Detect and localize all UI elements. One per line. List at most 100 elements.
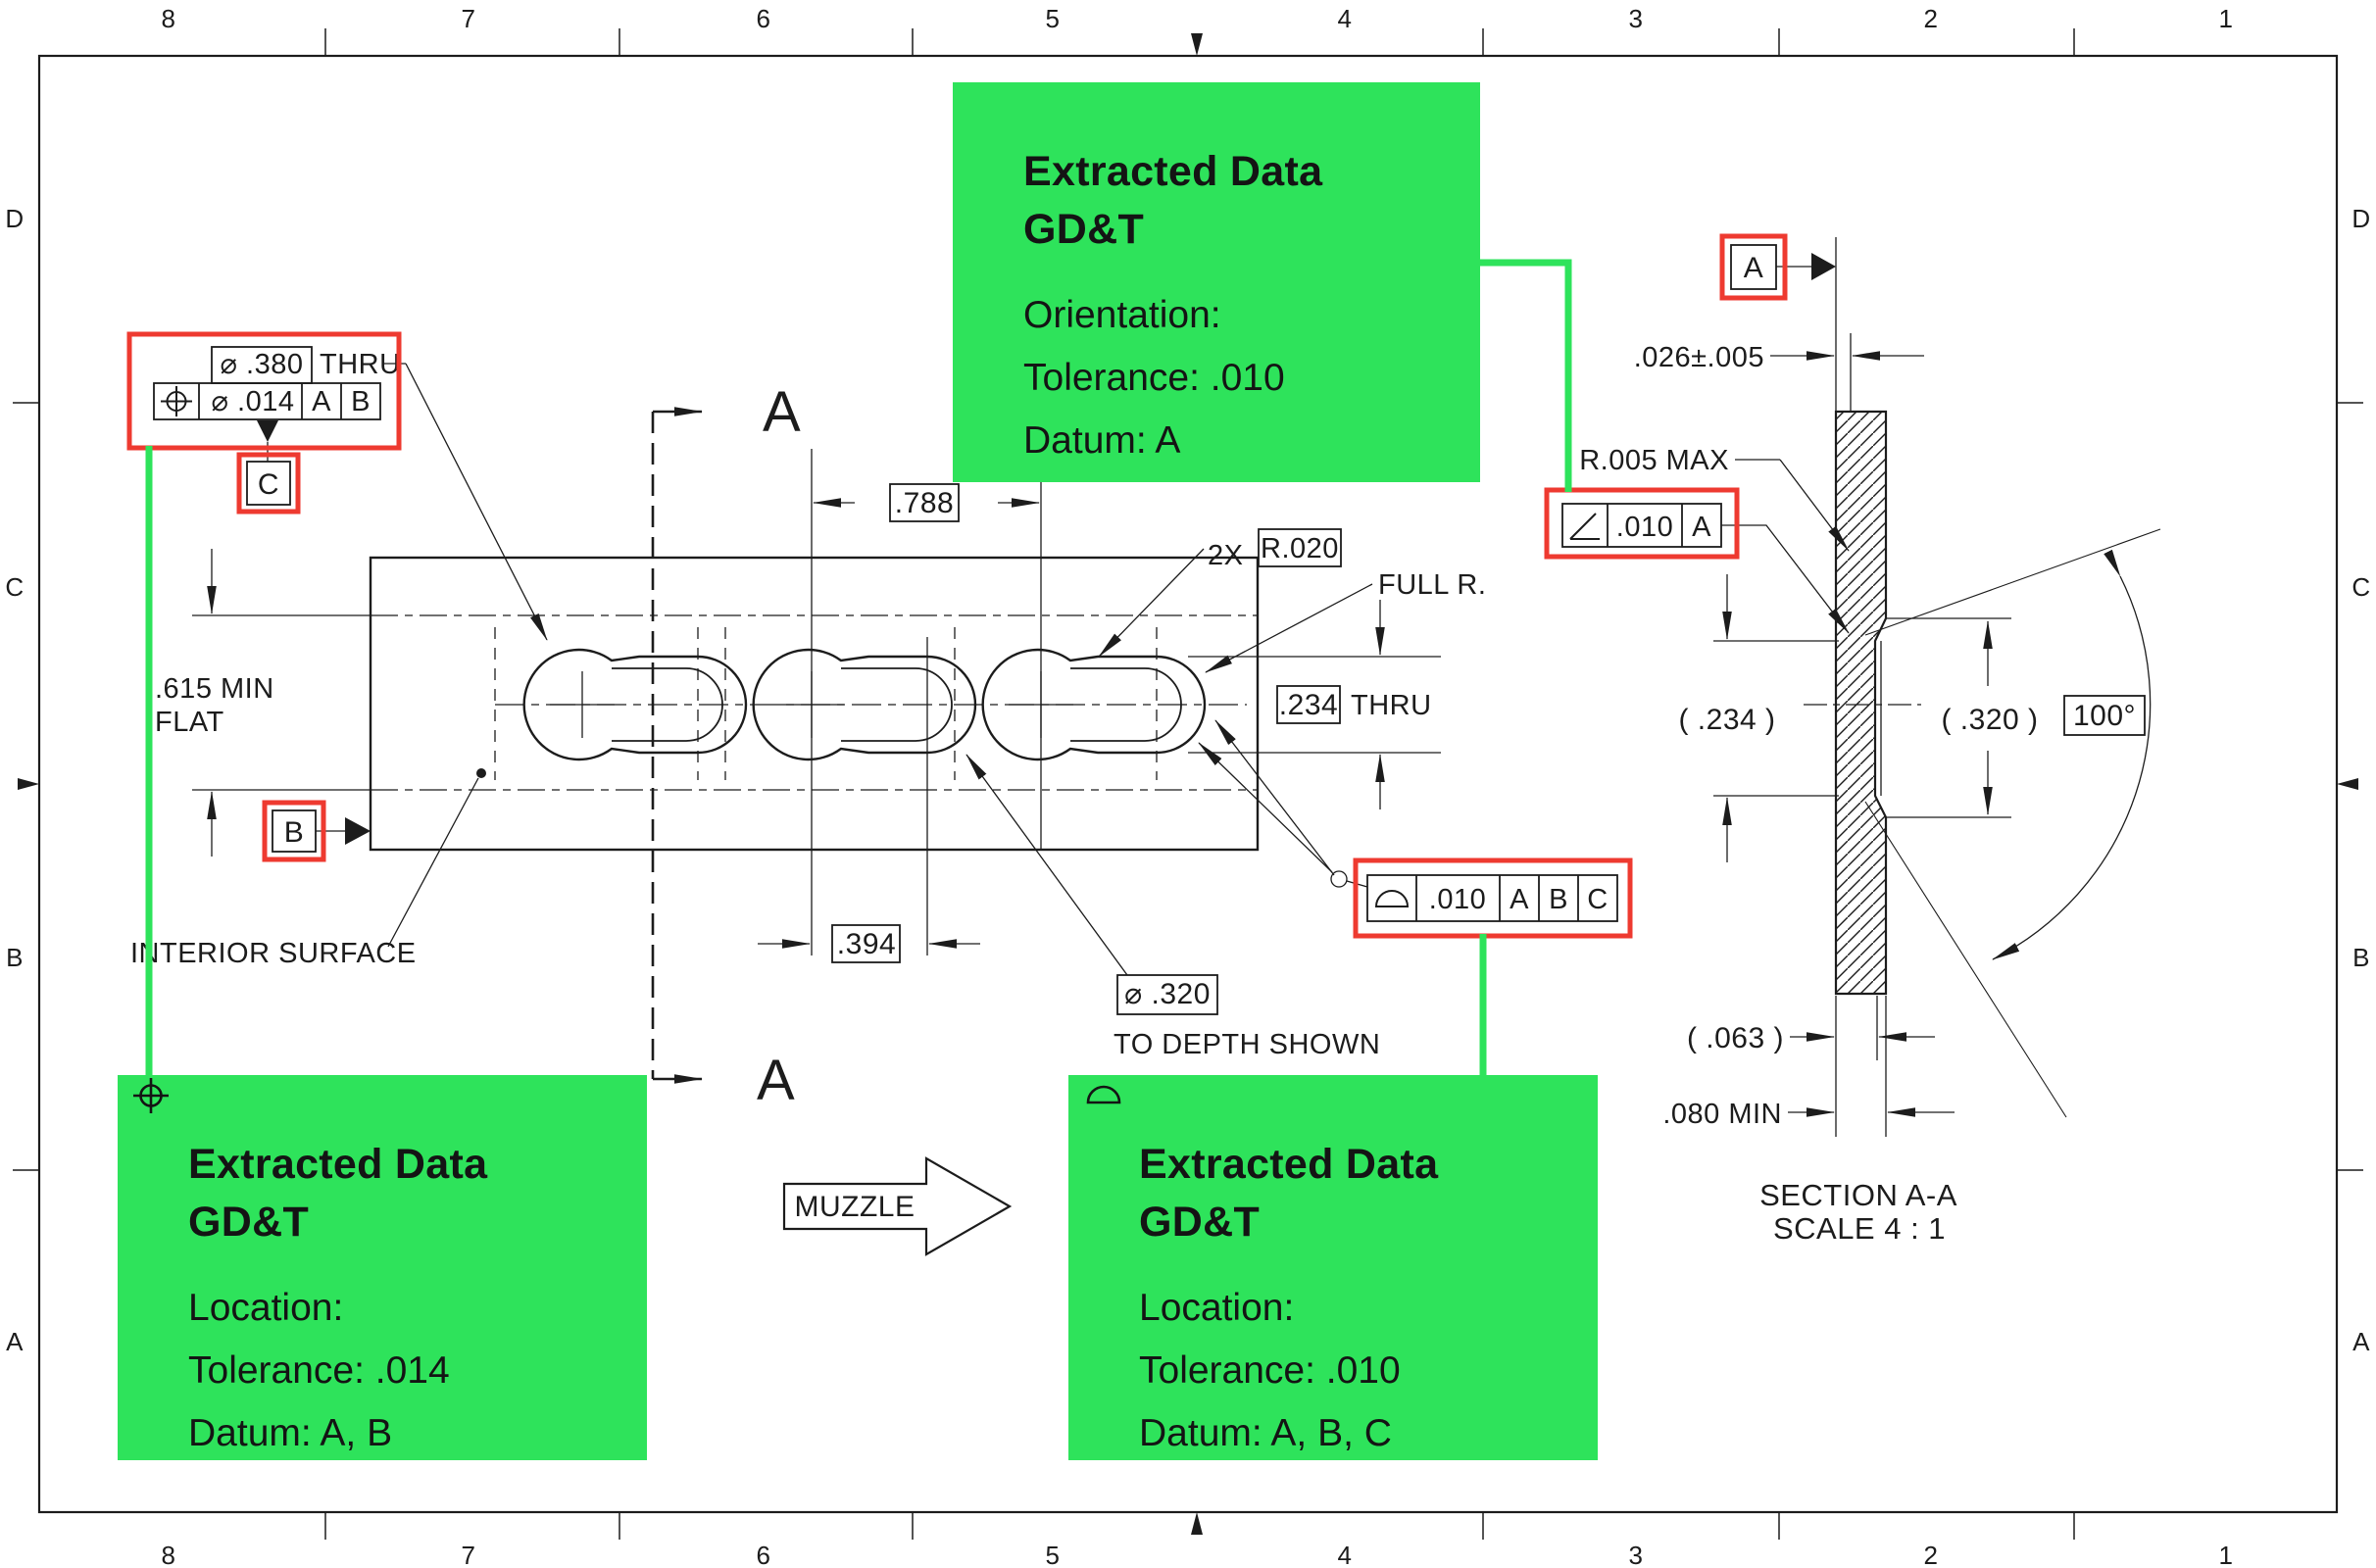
- zone-labels: 8 7 6 5 4 3 2 1 8 7 6 5 4 3 2 1 D C B A …: [5, 4, 2370, 1568]
- datum-c-label: C: [258, 468, 279, 501]
- dim-234-value: .234: [1279, 689, 1338, 721]
- muzzle-label: MUZZLE: [795, 1191, 916, 1223]
- row-left-b: B: [6, 943, 24, 972]
- section-arrow-label-top: A: [763, 380, 801, 444]
- panel-title: Extracted Data: [1139, 1141, 1439, 1188]
- dim-026-value: .026±.005: [1634, 342, 1764, 373]
- dim-615-line2: FLAT: [155, 707, 224, 738]
- dim-394-value: .394: [837, 928, 896, 960]
- zone-top-2: 2: [1924, 4, 1939, 33]
- angle-100-value: 100°: [2073, 700, 2136, 732]
- interior-surface-leader: [387, 768, 486, 948]
- section-title: SECTION A-A: [1759, 1178, 1957, 1212]
- zone-top-4: 4: [1338, 4, 1353, 33]
- datum-a-label: A: [1744, 252, 1764, 284]
- zone-top-6: 6: [757, 4, 771, 33]
- count-2x-label: 2X: [1208, 540, 1243, 571]
- connector-orientation-fcf: [1478, 259, 1572, 492]
- fcf-position-value: ⌀ .014: [212, 386, 295, 417]
- highlight-box-datum-a: [1719, 233, 1788, 301]
- angularity-symbol-icon: [1569, 513, 1600, 540]
- dim-063-ref-value: ( .063 ): [1687, 1022, 1784, 1054]
- sheet-border: [13, 28, 2363, 1540]
- panel-datum-line: Datum: A: [1023, 419, 1181, 462]
- extracted-data-panel-orientation: Extracted Data GD&T Orientation: Toleran…: [953, 82, 1480, 482]
- fcf-profile-value: .010: [1429, 884, 1486, 915]
- hole-dia-label: ⌀ .380: [221, 349, 304, 380]
- extracted-data-panel-location-profile: Extracted Data GD&T Location: Tolerance:…: [1068, 1075, 1598, 1460]
- row-right-a: A: [2352, 1327, 2370, 1356]
- callout-2x-r020: [1098, 528, 1342, 658]
- panel-subtitle: GD&T: [1023, 206, 1145, 253]
- muzzle-arrow: [782, 1156, 1013, 1256]
- sheet-center-marks: [18, 33, 2358, 1535]
- dim-615-line1: .615 MIN: [155, 673, 274, 705]
- zone-bottom-3: 3: [1629, 1541, 1644, 1568]
- panel-type-label: Location:: [188, 1287, 344, 1329]
- zone-bottom-1: 1: [2219, 1541, 2234, 1568]
- panel-type-line: Orientation:: [1023, 294, 1221, 336]
- zone-bottom-5: 5: [1046, 1541, 1061, 1568]
- zone-bottom-2: 2: [1924, 1541, 1939, 1568]
- angle-100-box: [2063, 695, 2146, 736]
- hole-callout-fcf-position: [153, 346, 548, 641]
- fcf-orientation-value: .010: [1616, 512, 1673, 543]
- panel-datum-line: Datum: A, B: [188, 1412, 393, 1454]
- extraction-connectors: [145, 259, 1572, 1077]
- datum-b-flag: [272, 809, 371, 853]
- highlight-box-datum-b: [262, 800, 326, 862]
- row-right-d: D: [2351, 204, 2370, 233]
- datum-b-label: B: [284, 816, 305, 849]
- position-symbol-icon: [133, 1078, 169, 1113]
- panel-type-line: Location:: [1086, 1085, 1574, 1340]
- callout-cb-320: [965, 754, 1218, 1015]
- main-view-plate: [192, 556, 1260, 852]
- fcf-position-datum2: B: [351, 386, 371, 417]
- callout-full-r: [1205, 583, 1373, 673]
- zone-top-5: 5: [1046, 4, 1061, 33]
- panel-datum-line: Datum: A, B, C: [1139, 1412, 1392, 1454]
- datum-a-flag: [1730, 244, 1836, 290]
- zone-top-3: 3: [1629, 4, 1644, 33]
- dim-234-ref: [1713, 574, 1839, 862]
- hole-thru-label: THRU: [320, 349, 401, 380]
- section-scale: SCALE 4 : 1: [1773, 1211, 1946, 1246]
- fcf-profile: [1198, 719, 1618, 922]
- row-right-c: C: [2351, 572, 2370, 602]
- zone-bottom-6: 6: [757, 1541, 771, 1568]
- highlight-box-profile-fcf: [1353, 858, 1633, 939]
- dim-234-thru: [1188, 600, 1441, 809]
- dim-788: [811, 449, 1042, 956]
- panel-type-line: Location:: [133, 1078, 623, 1340]
- profile-symbol-icon: [1086, 1085, 1121, 1104]
- slot-3: [981, 648, 1207, 761]
- zone-top-1: 1: [2219, 4, 2234, 33]
- dim-788-value: .788: [895, 487, 954, 519]
- panel-title: Extracted Data: [1023, 148, 1323, 195]
- full-r-label: FULL R.: [1378, 569, 1486, 601]
- cb-note-label: TO DEPTH SHOWN: [1114, 1029, 1380, 1060]
- fcf-profile-datum3: C: [1587, 884, 1608, 915]
- fcf-orientation-datum1: A: [1692, 512, 1711, 543]
- row-left-a: A: [6, 1327, 24, 1356]
- section-arrow-label-bottom: A: [757, 1049, 795, 1112]
- radius-020-label: R.020: [1261, 533, 1339, 564]
- panel-subtitle: GD&T: [1139, 1199, 1261, 1246]
- dim-320-ref-value: ( .320 ): [1941, 704, 2038, 736]
- slot-1: [522, 648, 748, 761]
- highlight-box-orientation-fcf: [1544, 487, 1740, 560]
- callout-r005: [1735, 459, 1850, 552]
- cb-dia-label: ⌀ .320: [1124, 978, 1211, 1010]
- dim-234-ref-value: ( .234 ): [1678, 704, 1775, 736]
- dim-234-suffix: THRU: [1351, 690, 1432, 721]
- row-right-b: B: [2352, 943, 2370, 972]
- panel-tolerance-line: Tolerance: .014: [188, 1349, 450, 1392]
- zone-top-8: 8: [162, 4, 176, 33]
- panel-type-label: Location:: [1139, 1287, 1295, 1329]
- panel-title: Extracted Data: [188, 1141, 488, 1188]
- section-cut-line: [651, 407, 703, 1084]
- panel-tolerance-line: Tolerance: .010: [1023, 357, 1285, 399]
- extracted-data-panel-location-position: Extracted Data GD&T Location: Tolerance:…: [118, 1075, 647, 1460]
